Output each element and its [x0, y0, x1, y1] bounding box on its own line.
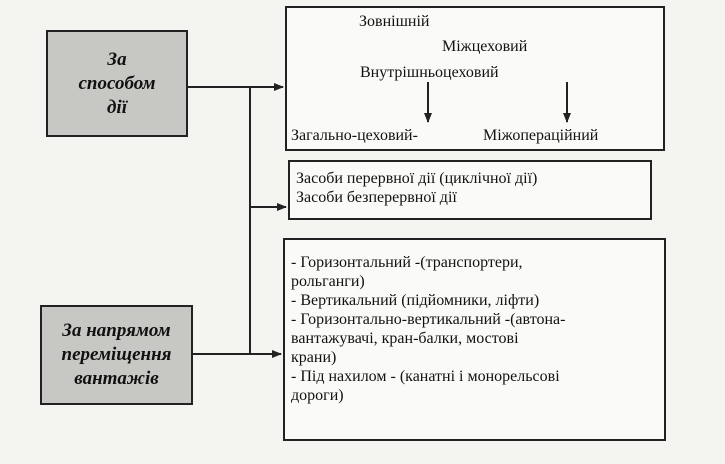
action-box: Засоби перервної дії (циклічної дії) Зас… [288, 160, 652, 220]
category-box-by-direction: За напрямом переміщення вантажів [40, 305, 193, 405]
action-line: Засоби перервної дії (циклічної дії) [296, 170, 538, 187]
category-line: способом [78, 72, 156, 94]
scope-general-workshop: Загально-цеховий- [291, 127, 418, 144]
scope-box: Зовнішній Міжцеховий Внутрішньоцеховий З… [285, 6, 665, 151]
scope-interworkshop: Міжцеховий [442, 38, 528, 55]
category-line: переміщення [61, 344, 172, 365]
category-box-by-action: За способом дії [46, 30, 188, 137]
direction-box: - Горизонтальний -(транспортери, рольган… [283, 238, 666, 441]
category-line: дії [107, 96, 127, 118]
category-line: За напрямом [62, 320, 171, 341]
category-line: За [107, 48, 127, 70]
action-line: Засоби безперервної дії [296, 189, 457, 206]
scope-intraworkshop: Внутрішньоцеховий [360, 64, 499, 81]
direction-line: крани) [291, 349, 337, 366]
direction-line: вантажувачі, кран-балки, мостові [291, 330, 519, 347]
direction-line: - Вертикальний (підйомники, ліфти) [291, 292, 540, 309]
direction-line: - Горизонтально-вертикальний -(автона- [291, 311, 566, 328]
scope-external: Зовнішній [359, 13, 430, 30]
direction-line: - Під нахилом - (канатні і монорельсові [291, 368, 560, 385]
category-line: вантажів [74, 368, 159, 389]
scope-interoperational: Міжопераційний [483, 127, 599, 144]
direction-line: дороги) [291, 387, 344, 404]
direction-line: - Горизонтальний -(транспортери, [291, 254, 523, 271]
direction-line: рольганги) [291, 273, 365, 290]
